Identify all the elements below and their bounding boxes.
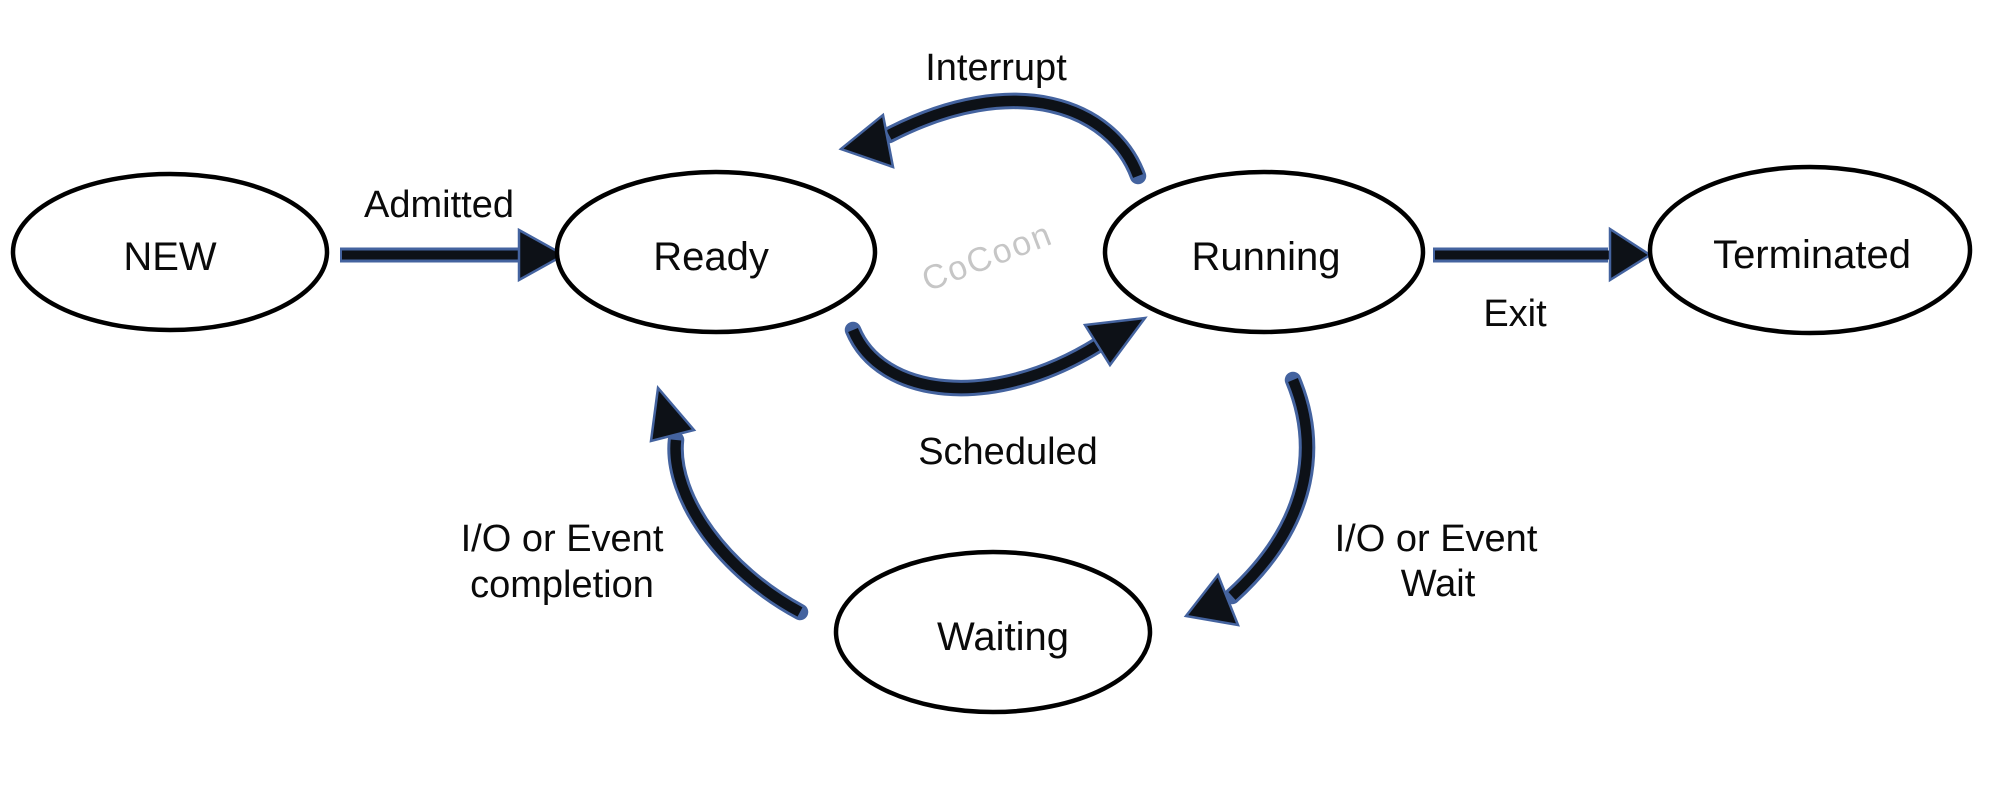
watermark-text: CoCoon	[917, 215, 1058, 299]
state-waiting: Waiting	[833, 549, 1153, 715]
state-label-waiting: Waiting	[937, 615, 1069, 659]
arrow-io-wait-head	[1183, 572, 1240, 627]
state-node-ready	[554, 169, 878, 335]
arrow-exit-head	[1608, 226, 1653, 283]
state-node-running	[1102, 169, 1426, 335]
arrow-interrupt	[838, 92, 1147, 185]
state-running: Running	[1102, 169, 1426, 335]
arrow-io-completion-head	[649, 385, 697, 443]
arrow-interrupt-shaft	[886, 95, 1143, 178]
transition-label-io-completion-line2: completion	[470, 564, 654, 606]
arrow-admitted-head	[517, 227, 567, 283]
arrow-scheduled-head	[1082, 316, 1148, 368]
arrow-interrupt-head	[838, 112, 895, 169]
state-label-running: Running	[1191, 235, 1340, 279]
arrow-io-completion	[649, 385, 809, 621]
arrow-scheduled-shaft	[848, 327, 1101, 394]
arrow-scheduled	[844, 316, 1148, 397]
arrow-interrupt-outline	[880, 92, 1147, 185]
state-label-terminated: Terminated	[1713, 233, 1911, 277]
state-node-terminated	[1647, 164, 1973, 336]
state-label-new: NEW	[123, 235, 217, 279]
arrow-io-wait	[1183, 371, 1316, 627]
state-node-new	[10, 171, 330, 333]
arrow-io-completion-shaft	[670, 439, 803, 617]
arrow-io-wait-shaft	[1228, 377, 1313, 600]
arrow-io-completion-outline	[667, 431, 809, 621]
transition-label-exit: Exit	[1483, 293, 1547, 335]
arrow-exit	[1433, 226, 1653, 283]
arrow-admitted	[340, 227, 567, 283]
transition-label-scheduled: Scheduled	[918, 431, 1098, 473]
state-ready: Ready	[554, 169, 878, 335]
transition-label-io-completion-line1: I/O or Event	[461, 518, 664, 560]
transition-label-io-wait-line2: Wait	[1401, 563, 1476, 605]
transition-label-admitted: Admitted	[364, 184, 514, 226]
state-new: NEW	[10, 171, 330, 333]
transition-label-interrupt: Interrupt	[925, 47, 1067, 89]
transition-label-io-wait-line1: I/O or Event	[1335, 518, 1538, 560]
state-node-waiting	[833, 549, 1153, 715]
state-label-ready: Ready	[653, 235, 769, 279]
state-terminated: Terminated	[1647, 164, 1973, 336]
